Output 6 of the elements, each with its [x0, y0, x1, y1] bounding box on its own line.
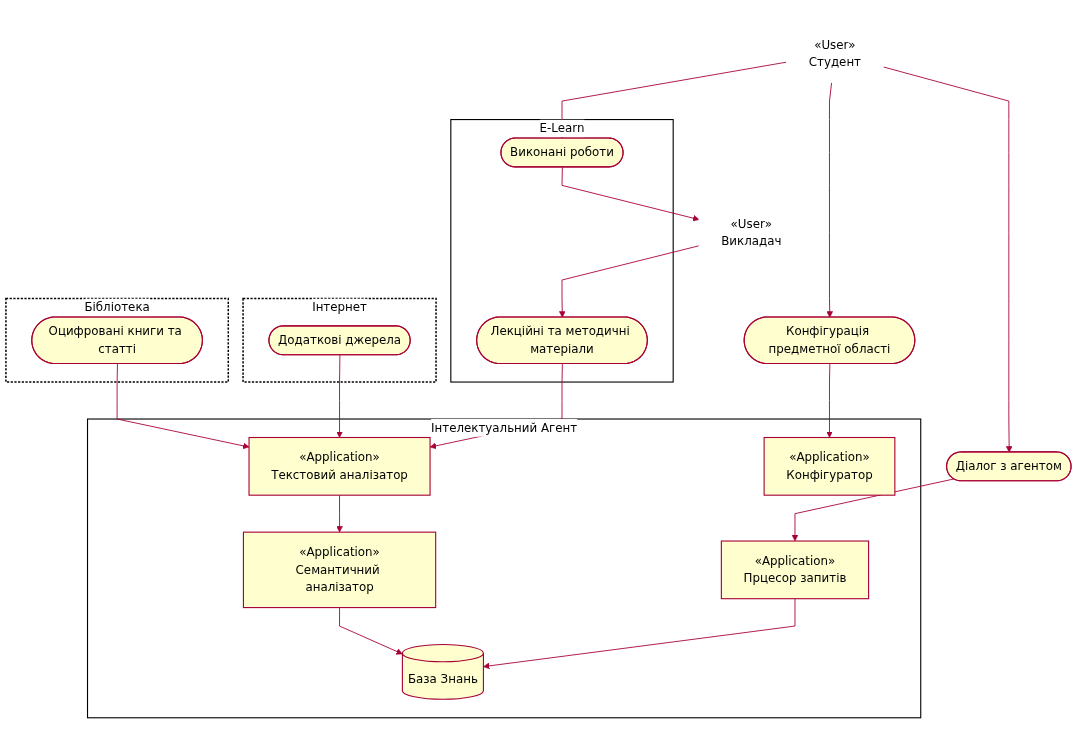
- node-box: «Application» Текстовий аналізатор: [248, 436, 431, 496]
- node-text: «User» Викладач: [721, 216, 782, 248]
- node-box: «Application» Прцесор запитів: [720, 540, 870, 599]
- node-text: «User» Студент: [808, 37, 862, 69]
- node-box: «Application» Семантичний аналізатор: [242, 531, 437, 608]
- node-box: «Application» Конфігуратор: [763, 436, 896, 496]
